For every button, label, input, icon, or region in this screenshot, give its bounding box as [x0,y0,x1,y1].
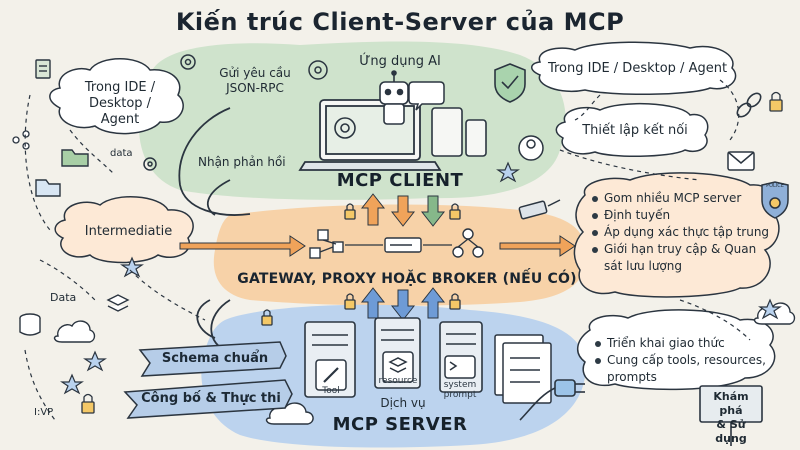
data-label: Data [50,291,77,304]
signpost [699,385,763,446]
client-gateway-arrows [360,193,446,227]
gateway-bullet: Áp dụng xác thực tập trung [590,224,775,241]
ai-logo-icon [334,117,356,139]
left-cloud-top-label: Trong IDE / Desktop / Agent [84,80,156,127]
phone-icon [465,119,487,157]
cloud-upload-icon [53,320,96,343]
resource-label: resource [378,376,418,386]
schema-ribbon [138,341,287,377]
connect-cloud [555,102,709,157]
gateway-bullet: Định tuyến [590,207,775,224]
mcp-client-label: MCP CLIENT [336,170,464,191]
data-label: data [110,148,133,159]
gateway-bullets: Gom nhiều MCP server Định tuyến Áp dụng … [590,190,775,275]
left-cloud-top [49,58,184,135]
gear-icon [143,54,328,171]
lock-icon [81,203,461,414]
publish-ribbon-label: Công bố & Thực thi [141,391,281,406]
gateway-label: GATEWAY, PROXY HOẶC BROKER (NẾU CÓ) [237,271,577,287]
stack-icon [106,294,130,312]
police-badge-icon [761,181,789,219]
page-title: Kiến trúc Client-Server của MCP [175,8,625,36]
prompt-icon [444,355,476,379]
laptop-icon [298,99,442,171]
lock-icon [769,91,783,112]
gateway-bullet: Gom nhiều MCP server [590,190,775,207]
server-bullets: Triển khai giao thức Cung cấp tools, res… [593,335,768,386]
server-bullet: Triển khai giao thức [593,335,768,352]
hierarchy-icon [452,228,484,258]
connect-cloud-label: Thiết lập kết nối [582,123,688,138]
gateway-arrows [179,235,576,257]
send-request-label: Gửi yêu cầu JSON-RPC [219,66,291,95]
dashed-flows [24,79,751,421]
wrench-icon [315,359,347,391]
right-cloud-top [531,41,737,95]
right-cloud-top-label: Trong IDE / Desktop / Agent [547,61,728,76]
data-label: I:VP [34,407,54,418]
security-camera-icon [518,199,561,220]
gateway-bullets-cloud [573,172,780,298]
prompt-label: system prompt [443,380,477,400]
robot-icon [379,70,409,125]
speech-bubble-icon [408,81,445,111]
plug-icon [519,379,585,421]
router-icon [384,237,422,253]
folder-icon [35,149,89,197]
shield-icon [494,63,526,103]
layers-icon [382,351,414,383]
server-bullet: Cung cấp tools, resources, prompts [593,352,768,386]
sign-label: Khám phá & Sử dụng [713,390,749,445]
publish-ribbon [123,379,293,419]
services-label: Dịch vụ [380,396,426,410]
tool-label: Tool [322,386,340,396]
server-bullets-cloud [576,309,776,391]
gateway-server-arrows [360,287,446,321]
police-badge-label: POLICE [766,183,784,189]
receive-response-label: Nhận phản hồi [198,155,286,169]
schema-ribbon-label: Schema chuẩn [161,351,269,366]
mcp-server-label: MCP SERVER [332,414,468,435]
envelope-icon [727,151,755,171]
network-icon [309,229,344,259]
user-icon [518,135,544,161]
left-cloud-intermediate [54,196,194,264]
tablet-icon [431,107,463,157]
document-icon [35,59,51,79]
gateway-zone [213,204,586,306]
share-icon [12,130,30,150]
ai-app-label: Ứng dụng AI [359,54,441,69]
intermediate-cloud-label: Intermediatie [84,224,173,239]
documents-icon [494,334,552,404]
gateway-bullet: Giới hạn truy cập & Quan sát lưu lượng [590,241,775,275]
database-icon [19,313,41,336]
